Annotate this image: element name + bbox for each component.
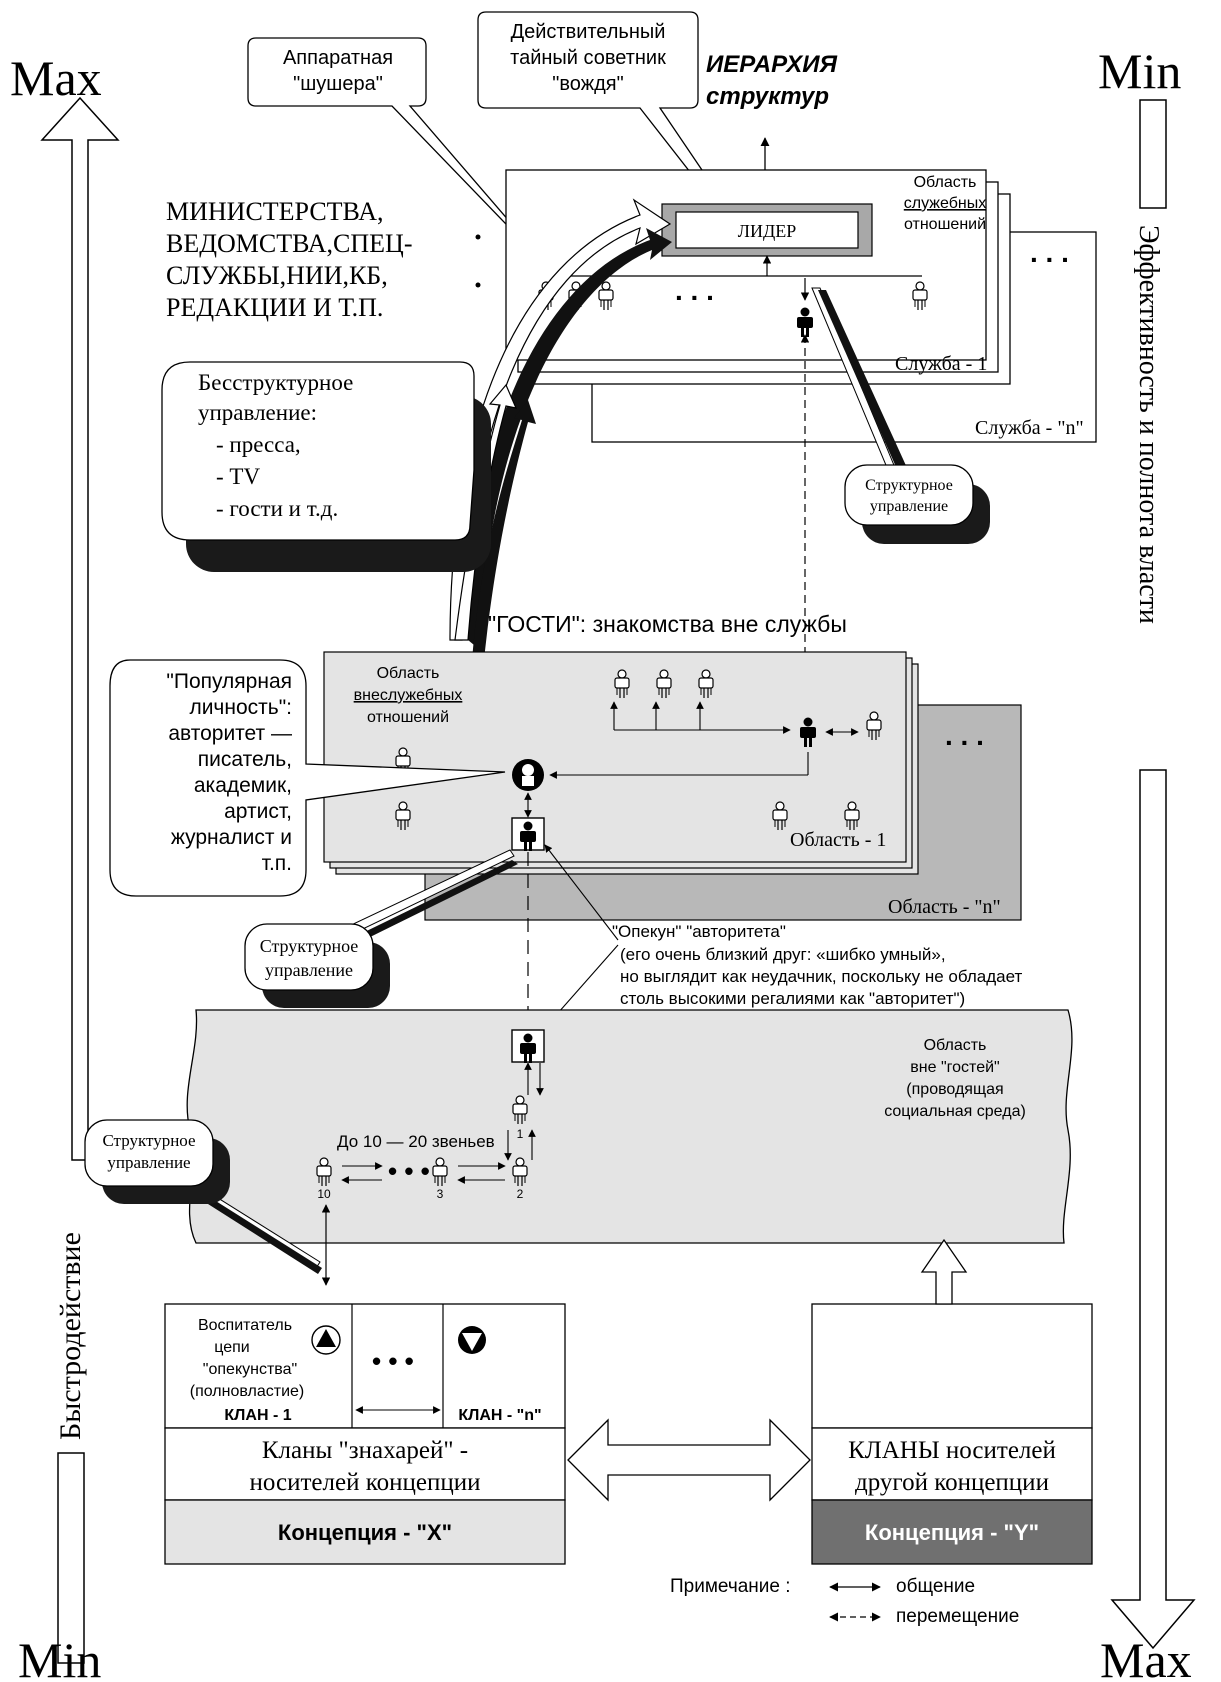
svg-text:2: 2 — [517, 1187, 524, 1201]
chain-label: До 10 — 20 звеньев — [337, 1132, 495, 1151]
svg-text:10: 10 — [317, 1187, 331, 1201]
right-axis-label: Эффективность и полнота власти — [1133, 225, 1164, 624]
svg-text:3: 3 — [437, 1187, 444, 1201]
note-title: Примечание : — [670, 1576, 791, 1597]
left-axis-label: Быстродействие — [54, 1232, 87, 1440]
svg-text:Кланы "знахарей" -носителей ко: Кланы "знахарей" -носителей концепции — [250, 1437, 481, 1496]
svg-text:• • •: • • • — [388, 1156, 430, 1186]
note-communication: общение — [896, 1576, 975, 1597]
leader-box: ЛИДЕР — [661, 203, 873, 257]
clan-1-label: КЛАН - 1 — [224, 1407, 291, 1424]
note-movement: перемещение — [896, 1606, 1019, 1627]
concept-y-up-arrow — [920, 1238, 968, 1305]
region-n-label: Область - "n" — [888, 896, 1001, 918]
scale-right-top: Min — [1098, 43, 1181, 99]
ministries-list: МИНИСТЕРСТВА,ВЕДОМСТВА,СПЕЦ-СЛУЖБЫ,НИИ,К… — [166, 197, 413, 322]
guardian-text: "Опекун" "авторитета"(его очень близкий … — [612, 922, 1022, 1008]
concept-y-label: Концепция - "Y" — [865, 1520, 1039, 1545]
leader-label: ЛИДЕР — [738, 221, 797, 241]
region-1-label: Область - 1 — [790, 829, 886, 851]
callout-apparatus: Аппаратная"шушера" — [247, 37, 561, 281]
authority-figure — [512, 759, 544, 791]
service-n-label: Служба - "n" — [975, 417, 1084, 439]
svg-text:• • •: • • • — [372, 1346, 414, 1376]
svg-text:. . .: . . . — [675, 275, 714, 306]
service-1-label: Служба - 1 — [895, 353, 987, 375]
legend-note: Примечание : общение перемещение — [670, 1576, 1019, 1627]
svg-text:. . .: . . . — [1030, 237, 1069, 268]
chain: 1 2 3 10 До 10 — 20 звеньев • • • — [316, 1095, 528, 1201]
scale-left-bottom: Min — [18, 1632, 101, 1682]
svg-text:Аппаратная"шушера": Аппаратная"шушера" — [283, 47, 393, 95]
guardian-figure-1 — [511, 817, 545, 851]
scale-left-top: Max — [10, 50, 102, 106]
guests-title: "ГОСТИ": знакомства вне службы — [488, 611, 847, 637]
left-scale: Быстродействие — [40, 96, 120, 1664]
concept-exchange-arrow — [567, 1418, 811, 1502]
scale-right-bottom: Max — [1100, 1632, 1192, 1682]
guardian-figure-2 — [511, 1029, 545, 1063]
svg-text:. . .: . . . — [945, 720, 984, 751]
concept-x-label: Концепция - "X" — [278, 1520, 452, 1545]
right-scale: Эффективность и полнота власти — [1110, 99, 1196, 1650]
clan-n-label: КЛАН - "n" — [458, 1407, 541, 1424]
svg-text:1: 1 — [517, 1127, 524, 1141]
